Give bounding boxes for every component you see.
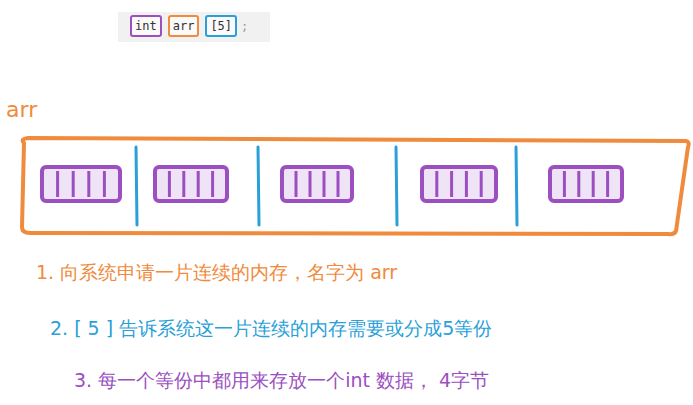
code-token: int (135, 19, 157, 33)
byte-stroke (87, 171, 90, 197)
int-cell (42, 167, 120, 201)
code-token-box: arr (168, 15, 200, 37)
cell-divider (396, 147, 397, 225)
byte-stroke (435, 171, 438, 197)
byte-stroke (323, 171, 326, 197)
memory-band: arr (0, 95, 693, 245)
code-token: arr (173, 19, 195, 33)
band-border (22, 138, 689, 234)
byte-stroke (309, 171, 312, 197)
explanation-note: 3. 每一个等份中都用来存放一个int 数据， 4字节 (74, 368, 489, 394)
byte-stroke (465, 171, 468, 197)
byte-stroke (577, 171, 580, 197)
int-cell (422, 167, 496, 201)
cell-divider (516, 147, 517, 225)
int-cell (155, 167, 227, 201)
code-token: [5] (210, 19, 232, 33)
code-token-box: int (130, 15, 162, 37)
array-name-label: arr (6, 97, 37, 122)
byte-stroke (56, 171, 59, 197)
byte-stroke (295, 171, 298, 197)
int-cell (550, 167, 622, 201)
byte-stroke (103, 171, 106, 197)
code-strip (118, 12, 270, 42)
byte-stroke (606, 171, 609, 197)
byte-stroke (563, 171, 566, 197)
byte-stroke (72, 171, 75, 197)
explanation-note: 2. [ 5 ] 告诉系统这一片连续的内存需要或分成5等份 (50, 316, 492, 342)
code-semicolon: ; (241, 19, 248, 33)
byte-stroke (450, 171, 453, 197)
band-outline (0, 95, 693, 245)
byte-stroke (592, 171, 595, 197)
byte-stroke (182, 171, 185, 197)
byte-stroke (211, 171, 214, 197)
byte-stroke (197, 171, 200, 197)
cell-divider (136, 147, 137, 225)
byte-stroke (168, 171, 171, 197)
int-cell (282, 167, 352, 201)
explanation-note: 1. 向系统申请一片连续的内存，名字为 arr (36, 260, 397, 286)
byte-stroke (480, 171, 483, 197)
byte-stroke (337, 171, 340, 197)
cell-divider (258, 147, 259, 225)
code-token-box: [5] (205, 15, 237, 37)
